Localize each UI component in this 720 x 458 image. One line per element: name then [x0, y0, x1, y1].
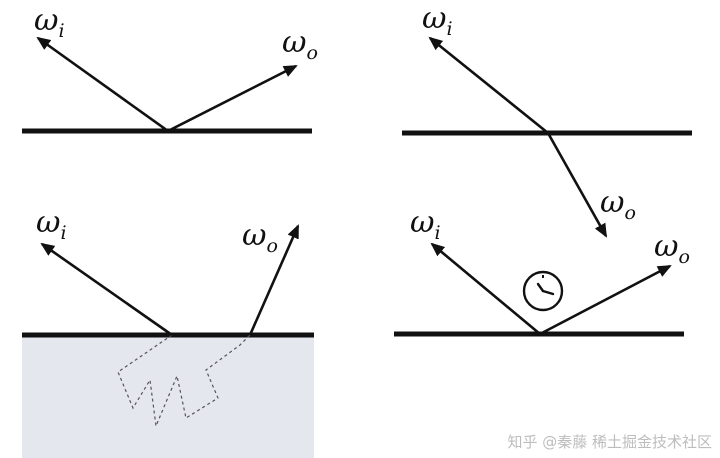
omega-o-label: ωo [654, 229, 690, 268]
panel-delayed-reflection: ωi ωo [394, 205, 690, 337]
omega-o-label: ωo [600, 185, 636, 224]
omega-i-label: ωi [36, 205, 67, 244]
panel-reflection: ωi ωo [22, 3, 318, 134]
subsurface-scatter-path [117, 334, 251, 429]
outgoing-arrow [248, 224, 300, 336]
omega-i-label: ωi [410, 205, 441, 244]
panel-transmission: ωi ωo [402, 1, 692, 238]
incident-arrow [36, 36, 169, 133]
watermark: 知乎 @秦藤 稀土掘金技术社区 [507, 433, 712, 451]
clock-icon [522, 270, 564, 312]
outgoing-arrow [539, 264, 672, 336]
omega-i-label: ωi [422, 1, 453, 40]
omega-o-label: ωo [242, 218, 278, 257]
outgoing-arrow [167, 64, 298, 133]
incident-arrow [40, 242, 173, 337]
subsurface-medium [22, 335, 314, 458]
panel-subsurface-scattering: ωi ωo [22, 205, 314, 458]
transmitted-arrow [546, 132, 608, 238]
incident-arrow [430, 242, 541, 335]
omega-o-label: ωo [282, 25, 318, 64]
incident-arrow [428, 36, 549, 135]
omega-i-label: ωi [34, 3, 65, 42]
